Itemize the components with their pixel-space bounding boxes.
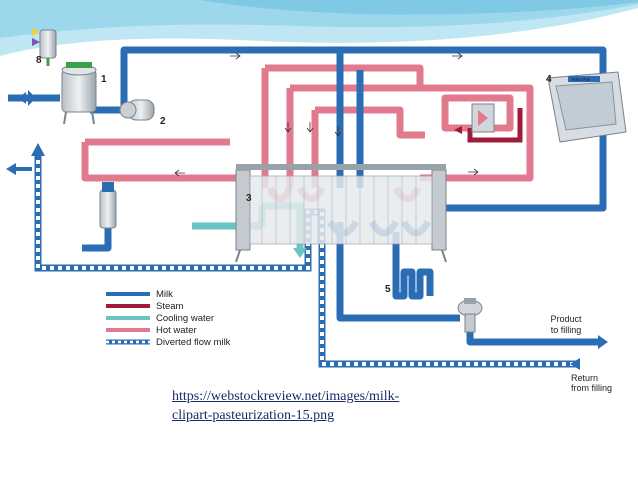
product-label-1: Product bbox=[550, 314, 582, 324]
header-wave bbox=[0, 0, 638, 56]
number-5: 5 bbox=[385, 284, 391, 295]
feed-pump bbox=[119, 99, 155, 121]
cooling-arrow-out bbox=[293, 248, 307, 258]
hot-water-heater bbox=[471, 103, 495, 133]
return-label-2: from filling bbox=[571, 383, 612, 393]
flow-arrows bbox=[174, 52, 479, 177]
product-label-2: to filling bbox=[551, 325, 582, 335]
legend-label-steam: Steam bbox=[156, 301, 184, 312]
number-4: 4 bbox=[546, 74, 552, 85]
product-arrow bbox=[598, 335, 608, 349]
small-tank bbox=[32, 28, 57, 66]
hot-water-out-arrow bbox=[6, 163, 16, 175]
milk-in-arrowhead bbox=[28, 90, 36, 106]
filling-machine: Tetra Pak bbox=[547, 71, 627, 143]
diverted-arrow-up bbox=[31, 143, 45, 156]
return-arrow bbox=[570, 358, 580, 370]
legend-label-cooling: Cooling water bbox=[156, 313, 214, 324]
milk-in-arrow bbox=[18, 92, 26, 104]
steam-pipes bbox=[467, 108, 523, 143]
number-8: 8 bbox=[36, 55, 42, 66]
legend-label-diverted: Diverted flow milk bbox=[156, 337, 231, 348]
source-link-line-2[interactable]: clipart-pasteurization-15.png bbox=[172, 408, 335, 423]
return-label-1: Return bbox=[571, 373, 598, 383]
balance-tank bbox=[61, 62, 97, 125]
flow-diversion-valve bbox=[457, 298, 483, 333]
number-1: 1 bbox=[101, 74, 107, 85]
legend: Milk Steam Cooling water Hot water Diver… bbox=[106, 289, 231, 348]
source-link-line-1[interactable]: https://webstockreview.net/images/milk- bbox=[172, 389, 400, 404]
number-3: 3 bbox=[246, 193, 252, 204]
plate-heat-exchanger bbox=[235, 164, 447, 263]
legend-label-milk: Milk bbox=[156, 289, 173, 300]
legend-label-hot: Hot water bbox=[156, 325, 197, 336]
machine-brand: Tetra Pak bbox=[571, 77, 591, 82]
number-2: 2 bbox=[160, 116, 166, 127]
booster-pump bbox=[99, 182, 117, 229]
steam-arrow bbox=[454, 126, 462, 134]
source-link[interactable]: https://webstockreview.net/images/milk- … bbox=[172, 387, 492, 425]
